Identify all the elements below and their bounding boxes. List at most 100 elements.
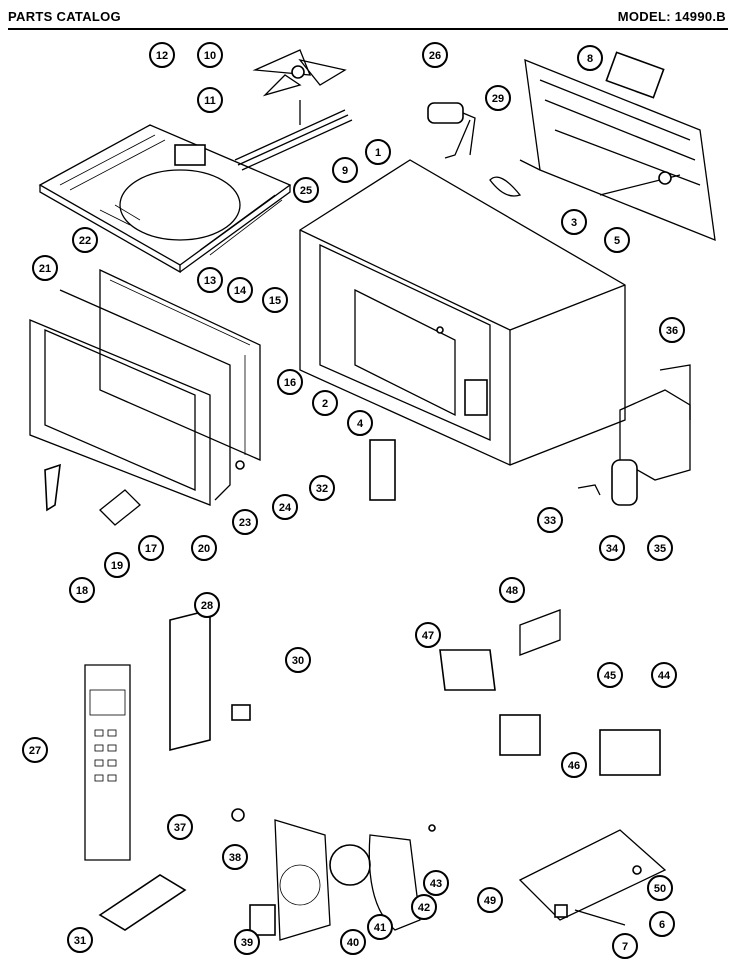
base-screw	[632, 865, 642, 875]
callout-label: 8	[587, 53, 593, 65]
callout-label: 17	[145, 543, 157, 555]
callout-label: 36	[666, 325, 678, 337]
callout-label: 40	[347, 937, 359, 949]
door-assembly	[29, 268, 261, 506]
lamp-socket-assembly	[427, 102, 476, 159]
power-transformer	[599, 729, 661, 776]
callout-label: 6	[659, 919, 665, 931]
callout-37: 37	[167, 814, 193, 840]
callout-21: 21	[32, 255, 58, 281]
catalog-title: PARTS CATALOG	[8, 9, 121, 24]
fan-motor	[249, 904, 276, 936]
callout-label: 32	[316, 483, 328, 495]
callout-label: 24	[279, 502, 292, 514]
callout-label: 44	[658, 670, 671, 682]
control-panel	[84, 664, 131, 861]
stirrer-fan-blade	[252, 49, 347, 97]
callout-38: 38	[222, 844, 248, 870]
callout-23: 23	[232, 509, 258, 535]
callout-41: 41	[367, 914, 393, 940]
callout-2: 2	[312, 390, 338, 416]
callout-label: 30	[292, 655, 304, 667]
callout-label: 29	[492, 93, 504, 105]
callout-label: 47	[422, 630, 434, 642]
callout-50: 50	[647, 875, 673, 901]
model-number: 14990.B	[674, 9, 726, 24]
callout-17: 17	[138, 535, 164, 561]
callout-label: 26	[429, 50, 441, 62]
callout-label: 45	[604, 670, 616, 682]
callout-label: 41	[374, 922, 386, 934]
callout-label: 2	[322, 398, 328, 410]
callout-28: 28	[194, 592, 220, 618]
callout-label: 31	[74, 935, 86, 947]
model-label: MODEL:	[617, 9, 671, 24]
callout-label: 5	[614, 235, 620, 247]
magnetron	[499, 714, 541, 756]
top-cover-panel	[38, 124, 292, 274]
callout-label: 12	[156, 50, 168, 62]
touch-pad-membrane	[169, 608, 211, 752]
callout-15: 15	[262, 287, 288, 313]
callout-13: 13	[197, 267, 223, 293]
callout-label: 15	[269, 295, 281, 307]
thermal-cutout	[574, 909, 626, 926]
callout-47: 47	[415, 622, 441, 648]
callout-label: 9	[342, 165, 348, 177]
control-board	[98, 874, 187, 931]
callout-label: 18	[76, 585, 88, 597]
callout-45: 45	[597, 662, 623, 688]
callout-19: 19	[104, 552, 130, 578]
callout-25: 25	[293, 177, 319, 203]
callout-label: 11	[204, 95, 216, 107]
callout-39: 39	[234, 929, 260, 955]
callout-1: 1	[365, 139, 391, 165]
cooling-fan	[329, 844, 371, 886]
callout-31: 31	[67, 927, 93, 953]
callout-40: 40	[340, 929, 366, 955]
callout-label: 3	[571, 217, 577, 229]
fuse	[231, 808, 245, 822]
callout-24: 24	[272, 494, 298, 520]
rear-panel	[519, 51, 716, 242]
callout-label: 43	[430, 878, 442, 890]
callout-32: 32	[309, 475, 335, 501]
callout-label: 34	[606, 543, 619, 555]
outer-cabinet	[299, 159, 626, 466]
callout-14: 14	[227, 277, 253, 303]
base-plate	[518, 829, 667, 921]
model-designation: MODEL: 14990.B	[618, 9, 726, 24]
callout-8: 8	[577, 45, 603, 71]
callout-label: 23	[239, 517, 251, 529]
callout-22: 22	[72, 227, 98, 253]
interlock-switch-assembly	[369, 439, 396, 501]
callout-3: 3	[561, 209, 587, 235]
magnetron-cover	[439, 649, 496, 691]
callout-27: 27	[22, 737, 48, 763]
stirrer-shaft-assembly	[234, 100, 353, 171]
callout-4: 4	[347, 410, 373, 436]
callout-49: 49	[477, 887, 503, 913]
callout-label: 38	[229, 852, 241, 864]
callout-34: 34	[599, 535, 625, 561]
callout-label: 7	[622, 941, 628, 953]
callout-label: 35	[654, 543, 666, 555]
door-handle	[44, 463, 61, 512]
callout-label: 33	[544, 515, 556, 527]
callout-label: 48	[506, 585, 518, 597]
callout-29: 29	[485, 85, 511, 111]
callout-label: 46	[568, 760, 580, 772]
callout-6: 6	[649, 911, 675, 937]
callout-label: 49	[484, 895, 496, 907]
air-guide	[519, 609, 561, 656]
header-rule	[8, 28, 728, 30]
callout-7: 7	[612, 933, 638, 959]
callout-46: 46	[561, 752, 587, 778]
fan-motor-bracket	[274, 819, 331, 941]
door-latch-spring	[489, 176, 522, 197]
callout-label: 4	[357, 418, 364, 430]
callout-9: 9	[332, 157, 358, 183]
callout-42: 42	[411, 894, 437, 920]
callout-label: 37	[174, 822, 186, 834]
